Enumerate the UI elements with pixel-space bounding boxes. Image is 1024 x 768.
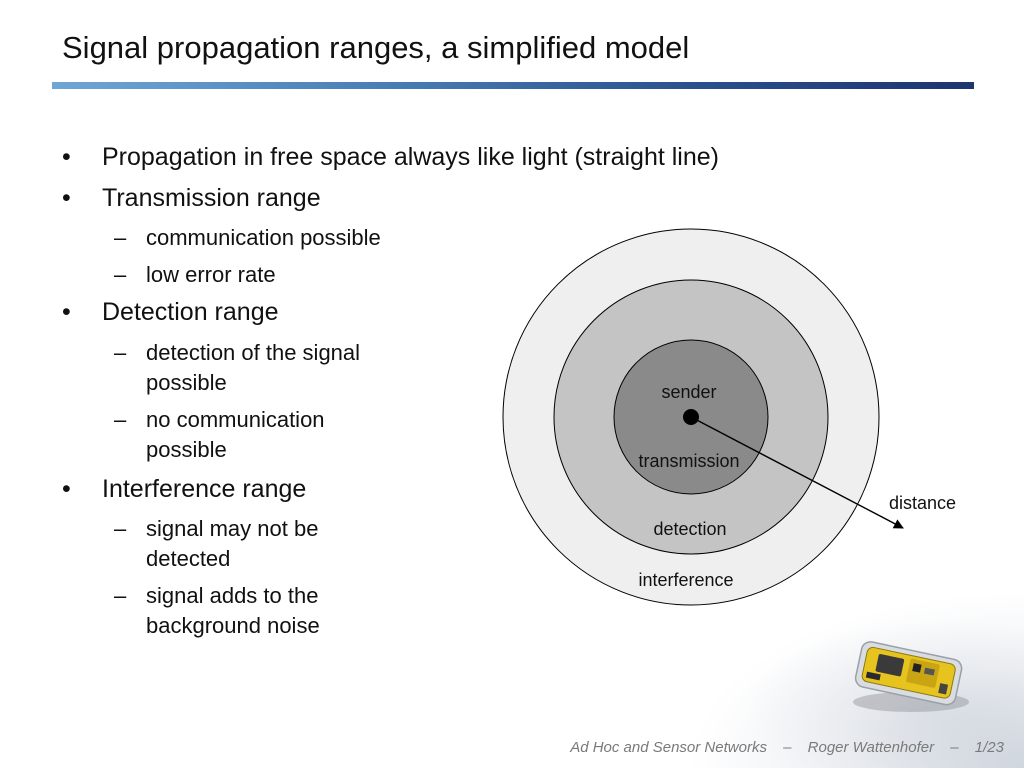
dash-marker: – <box>114 407 127 432</box>
bullet-marker: • <box>62 298 71 326</box>
sub-bullet-text-line: possible <box>146 437 227 462</box>
bullet-text: Propagation in free space always like li… <box>102 143 719 171</box>
dash-marker: – <box>114 583 127 608</box>
detection-label: detection <box>653 519 726 539</box>
slide-title: Signal propagation ranges, a simplified … <box>62 30 690 65</box>
sub-bullet-text: low error rate <box>146 262 276 287</box>
bullet-text: Detection range <box>102 298 279 326</box>
title-underline-bar <box>52 82 974 89</box>
transmission-label: transmission <box>638 451 739 471</box>
sub-bullet-text-line: signal may not be <box>146 516 319 541</box>
footer-course: Ad Hoc and Sensor Networks <box>570 739 767 756</box>
sender-label: sender <box>661 382 716 402</box>
slide-footer: Ad Hoc and Sensor Networks – Roger Watte… <box>570 739 1004 756</box>
dash-marker: – <box>114 516 127 541</box>
footer-author: Roger Wattenhofer <box>807 739 935 756</box>
distance-arrow <box>690 416 904 529</box>
bullet-marker: • <box>62 184 71 212</box>
interference-label: interference <box>638 570 733 590</box>
dash-marker: – <box>114 340 127 365</box>
footer-separator: – <box>783 739 792 756</box>
bullet-text: Interference range <box>102 475 307 503</box>
distance-label: distance <box>889 493 956 513</box>
sub-bullet-text: communication possible <box>146 225 381 250</box>
bullet-marker: • <box>62 475 71 503</box>
sub-bullet-text-line: detection of the signal <box>146 340 361 365</box>
dash-marker: – <box>114 262 127 287</box>
footer-page-number: 1/23 <box>974 739 1004 756</box>
bullet-text: Transmission range <box>102 184 321 212</box>
sub-bullet-text-line: detected <box>146 546 231 571</box>
sub-bullet-text-line: signal adds to the <box>146 583 319 608</box>
sensor-device-image <box>853 641 969 712</box>
sub-bullet-text-line: possible <box>146 370 227 395</box>
sub-bullet-text-line: background noise <box>146 613 320 638</box>
dash-marker: – <box>114 225 127 250</box>
sub-bullet-text-line: no communication <box>146 407 325 432</box>
sender-dot <box>683 409 699 425</box>
bullet-marker: • <box>62 143 71 171</box>
footer-separator: – <box>950 739 959 756</box>
